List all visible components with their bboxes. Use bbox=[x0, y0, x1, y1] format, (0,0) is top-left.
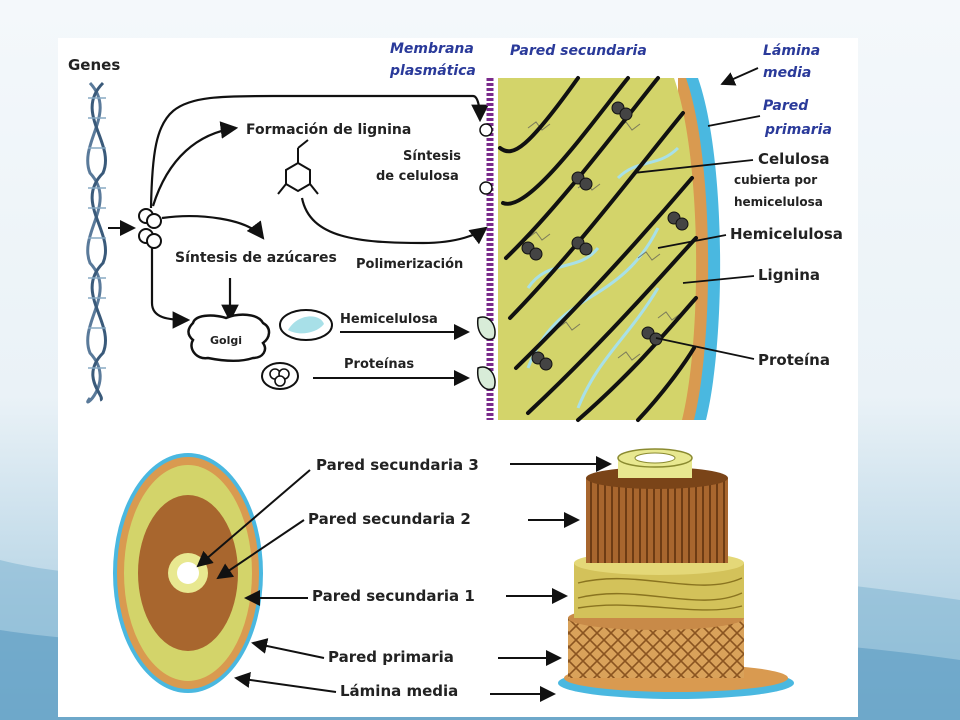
cell-cross-section bbox=[113, 453, 263, 693]
hemicellulose-vesicle bbox=[279, 309, 333, 341]
polymerization-label: Polimerización bbox=[356, 257, 463, 272]
middle-lamella-label-2: media bbox=[763, 65, 811, 81]
secondary-wall-1-label: Pared secundaria 1 bbox=[312, 587, 475, 605]
membrane-label-2: plasmática bbox=[389, 63, 476, 79]
primary-wall-bottom-label: Pared primaria bbox=[328, 648, 454, 666]
genes-label: Genes bbox=[68, 56, 120, 74]
primary-wall-label-1: Pared bbox=[763, 98, 809, 114]
proteins-label: Proteínas bbox=[344, 357, 414, 372]
plasma-membrane bbox=[477, 78, 496, 420]
hemicellulose-vesicle-label: Hemicelulosa bbox=[340, 312, 438, 327]
cellulose-label-2: cubierta por bbox=[734, 173, 817, 187]
wall-protein-icons bbox=[521, 101, 689, 371]
cell-wall-section bbox=[498, 76, 721, 422]
middle-lamella-label-1: Lámina bbox=[763, 43, 820, 59]
golgi-apparatus: Golgi bbox=[187, 313, 271, 362]
sugar-synthesis-label: Síntesis de azúcares bbox=[175, 250, 337, 266]
protein-label: Proteína bbox=[758, 351, 830, 369]
secondary-wall-label: Pared secundaria bbox=[510, 43, 647, 59]
ribosome-cluster bbox=[138, 208, 162, 249]
cellulose-label-1: Celulosa bbox=[758, 150, 830, 168]
membrane-label-1: Membrana bbox=[390, 41, 474, 57]
cellulose-synthesis-label-2: de celulosa bbox=[376, 169, 459, 184]
cellulose-synthesis-label-1: Síntesis bbox=[403, 149, 461, 164]
lignin-label: Lignina bbox=[758, 266, 820, 284]
golgi-label: Golgi bbox=[210, 334, 242, 347]
lignin-formation-label: Formación de lignina bbox=[246, 122, 411, 138]
cell-wall-diagram: Genes Formación de lignina Síntesis de c… bbox=[58, 38, 858, 717]
dna-helix bbox=[86, 81, 107, 404]
secondary-wall-3-label: Pared secundaria 3 bbox=[316, 456, 479, 474]
protein-vesicle bbox=[261, 362, 299, 390]
fiber-cylinder bbox=[558, 448, 794, 699]
monolignol-molecule-icon bbox=[277, 139, 319, 195]
hemicellulose-label: Hemicelulosa bbox=[730, 225, 843, 243]
middle-lamella-bottom-label: Lámina media bbox=[340, 682, 458, 700]
primary-wall-label-2: primaria bbox=[764, 122, 832, 138]
secondary-wall-2-label: Pared secundaria 2 bbox=[308, 510, 471, 528]
cellulose-label-3: hemicelulosa bbox=[734, 195, 823, 209]
